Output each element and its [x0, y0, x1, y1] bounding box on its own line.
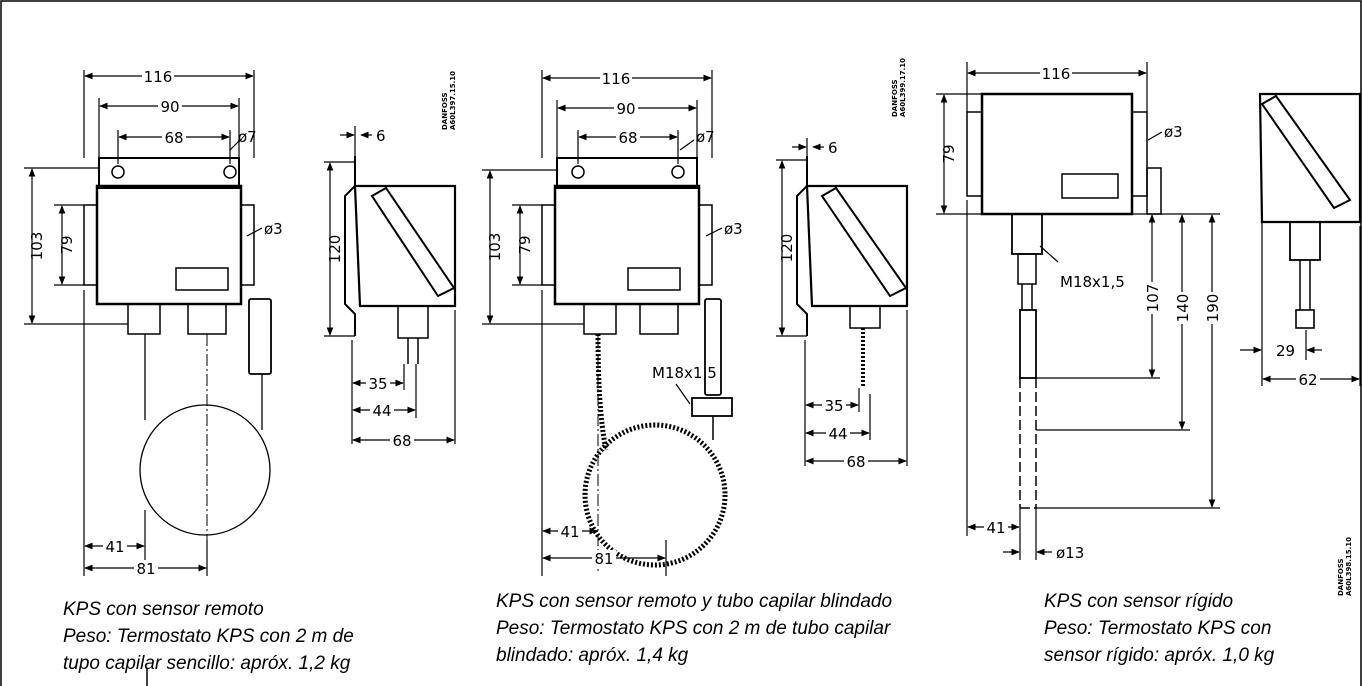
rigid-sensor-extension	[1019, 378, 1037, 509]
label-41: 41	[560, 523, 579, 541]
view2-front-dims	[482, 70, 723, 576]
sensor-bulb	[704, 298, 722, 396]
view1-front	[83, 157, 272, 560]
fitting-side	[397, 305, 429, 339]
label-62: 62	[1298, 371, 1317, 389]
label-68-side: 68	[846, 453, 865, 471]
capillary-tube	[144, 334, 263, 430]
caption-line: sensor rígido: apróx. 1,0 kg	[1044, 645, 1275, 666]
housing-front	[553, 184, 701, 306]
connector-left	[127, 303, 161, 335]
label-103: 103	[28, 232, 46, 261]
label-35: 35	[368, 375, 387, 393]
label-35: 35	[824, 397, 843, 415]
label-44: 44	[828, 425, 847, 443]
view2-front	[541, 157, 733, 574]
bracket-side	[344, 156, 356, 336]
label-116: 116	[1042, 65, 1071, 83]
label-6: 6	[828, 139, 838, 157]
label-81: 81	[136, 560, 155, 578]
danfoss-logo	[1061, 173, 1119, 199]
label-o3: ø3	[1164, 123, 1183, 141]
caption-line: KPS con sensor rígido	[1044, 591, 1234, 612]
caption-line: Peso: Termostato KPS con 2 m de	[63, 626, 354, 647]
label-190: 190	[1204, 294, 1222, 323]
drawing-code-1: DANFOSSA60L397.15.10	[441, 71, 457, 130]
thread-nut	[691, 397, 733, 417]
label-o3: ø3	[724, 220, 743, 238]
label-68-side: 68	[392, 432, 411, 450]
view3-side	[1258, 92, 1362, 329]
cover-diagonal	[370, 186, 456, 298]
thread-fitting	[1011, 213, 1043, 255]
label-81: 81	[594, 550, 613, 568]
caption-view3: KPS con sensor rígido Peso: Termostato K…	[1044, 588, 1274, 669]
caption-line: blindado: apróx. 1,4 kg	[496, 645, 689, 666]
label-140: 140	[1174, 294, 1192, 323]
label-79: 79	[940, 144, 958, 163]
housing-front	[95, 184, 243, 306]
label-68: 68	[164, 129, 183, 147]
label-6: 6	[376, 127, 386, 145]
label-90: 90	[616, 100, 635, 118]
label-116: 116	[144, 68, 173, 86]
label-120: 120	[778, 234, 796, 263]
danfoss-logo	[175, 267, 229, 291]
view1-side	[344, 156, 457, 364]
sensor-bulb	[248, 298, 272, 375]
label-o13: ø13	[1056, 544, 1084, 562]
caption-view1: KPS con sensor remoto Peso: Termostato K…	[63, 596, 354, 677]
label-o7: ø7	[238, 128, 257, 146]
rigid-sensor	[1019, 309, 1037, 379]
caption-line: KPS con sensor remoto y tubo capilar bli…	[496, 591, 893, 612]
drawing-code-2: DANFOSSA60L399.17.10	[891, 58, 907, 117]
label-79: 79	[58, 235, 76, 254]
drawing-code-3: DANFOSSA60L398.15.10	[1337, 537, 1353, 596]
label-103: 103	[486, 233, 504, 262]
side-flange-right	[240, 204, 255, 286]
label-thread: M18x1,5	[652, 364, 717, 382]
view3-side-dims	[1240, 222, 1361, 386]
mounting-plate	[98, 157, 240, 189]
caption-view2: KPS con sensor remoto y tubo capilar bli…	[496, 588, 892, 669]
label-107: 107	[1144, 284, 1162, 313]
hole-left	[111, 165, 125, 179]
danfoss-logo	[627, 267, 681, 291]
label-41: 41	[986, 519, 1005, 537]
housing-side	[353, 184, 457, 308]
label-o3: ø3	[264, 220, 283, 238]
label-90: 90	[160, 98, 179, 116]
connector-right	[187, 303, 227, 335]
label-79: 79	[516, 235, 534, 254]
caption-line: KPS con sensor remoto	[63, 599, 264, 620]
side-flange-left	[83, 204, 98, 286]
view2-side-dims	[776, 138, 908, 466]
capillary-coil	[139, 404, 271, 536]
label-116: 116	[602, 70, 631, 88]
caption-line: Peso: Termostato KPS con 2 m de tubo cap…	[496, 618, 891, 639]
label-41: 41	[105, 538, 124, 556]
label-o7: ø7	[696, 128, 715, 146]
housing-front	[980, 92, 1134, 216]
hole-right	[223, 165, 237, 179]
caption-line: Peso: Termostato KPS con	[1044, 618, 1272, 639]
label-thread: M18x1,5	[1060, 273, 1125, 291]
label-44: 44	[372, 402, 391, 420]
view3-front	[966, 92, 1162, 509]
label-120: 120	[326, 235, 344, 264]
armored-capillary	[595, 333, 609, 451]
caption-line: tupo capilar sencillo: apróx. 1,2 kg	[63, 653, 351, 674]
armored-coil	[582, 422, 728, 568]
view1-side-dims	[324, 126, 456, 444]
label-29: 29	[1276, 342, 1295, 360]
label-68: 68	[618, 129, 637, 147]
view2-side	[796, 156, 909, 388]
